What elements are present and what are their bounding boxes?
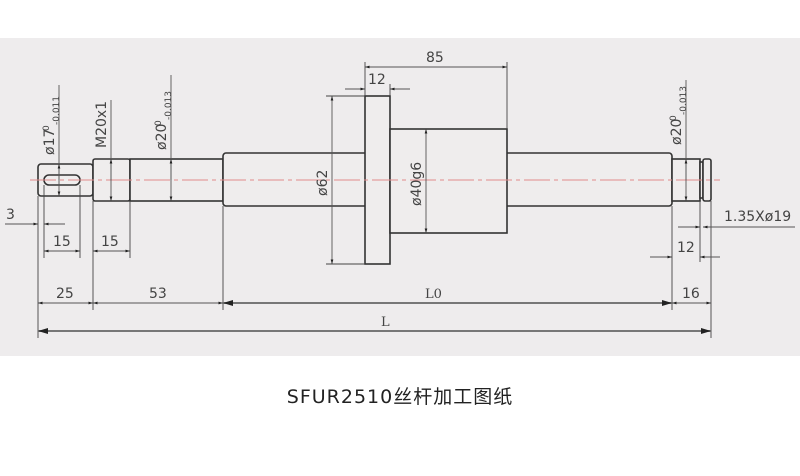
left-journal-tol-upper: 0: [42, 125, 52, 131]
flange-dia-label: ø62: [315, 170, 331, 196]
thread-label: M20x1: [94, 101, 110, 148]
right-bearing-tol-upper: 0: [669, 115, 679, 121]
thread-span-label: L0: [425, 287, 442, 302]
right-bearing-tol-lower: -0.013: [679, 86, 689, 115]
right-bearing-dia-label: ø20: [669, 119, 685, 145]
left-bearing-tol-upper: 0: [154, 120, 164, 126]
flange-thickness-label: 12: [368, 72, 386, 88]
nut-dia-label: ø40g6: [409, 162, 425, 206]
total-length-label: L: [381, 315, 390, 330]
snap-ring-groove-label: 1.35Xø19: [724, 209, 791, 225]
left-bearing-length-label: 53: [149, 286, 167, 302]
extension-lines: [37, 62, 712, 338]
keyway-length-label: 15: [53, 234, 71, 250]
right-bearing-length-label: 12: [677, 240, 695, 256]
nut-body: [389, 128, 508, 234]
left-bearing-dia-label: ø20: [154, 124, 170, 150]
drawing-caption: SFUR2510丝杆加工图纸: [286, 386, 514, 408]
left-journal-dia-label: ø17: [42, 129, 58, 155]
key-offset-label: 3: [6, 207, 15, 223]
right-end-length-label: 16: [682, 286, 700, 302]
left-journal-length-label: 25: [56, 286, 74, 302]
nut-length-label: 85: [426, 50, 444, 66]
left-journal-tol-lower: -0.011: [52, 96, 62, 125]
thread-length-label: 15: [101, 234, 119, 250]
left-bearing-tol-lower: -0.013: [164, 91, 174, 120]
